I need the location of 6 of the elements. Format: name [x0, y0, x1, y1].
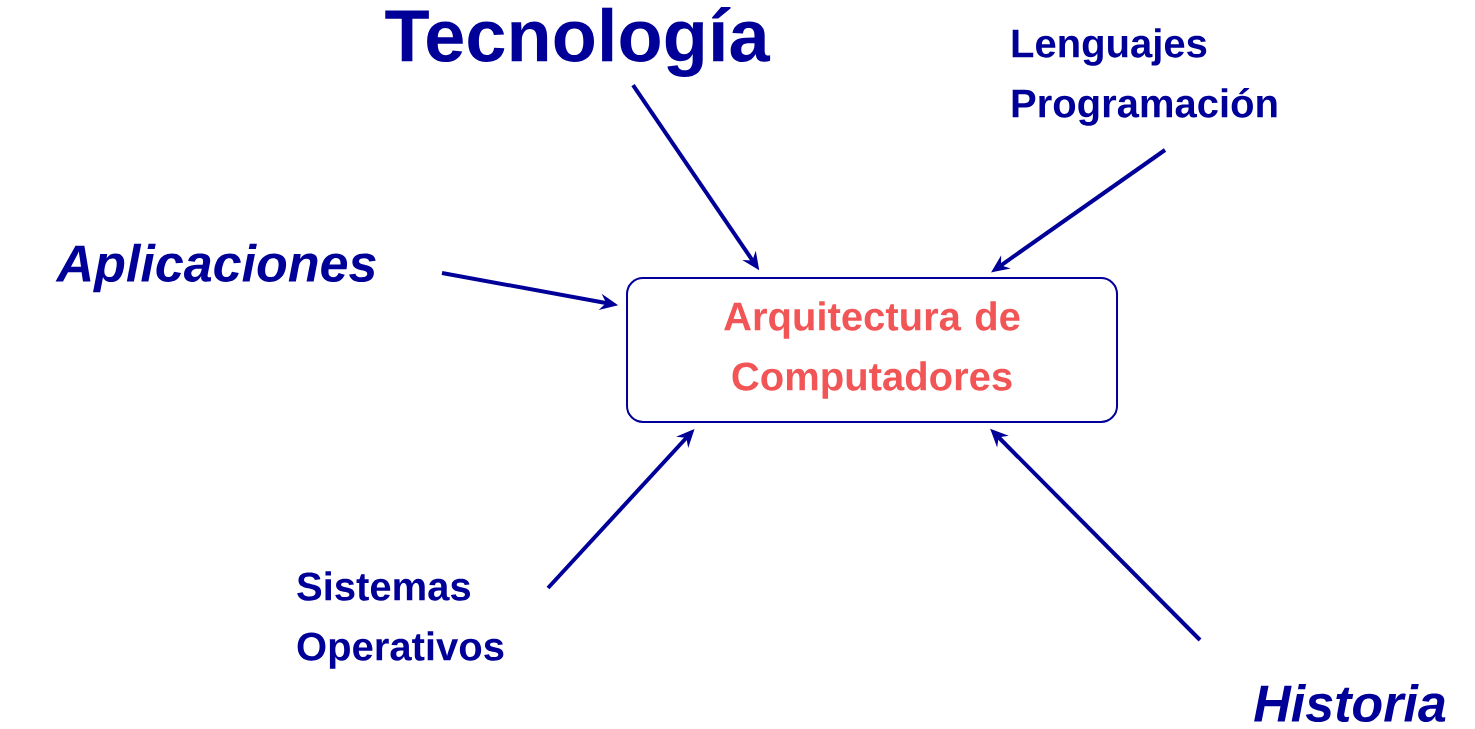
topic-label: Aplicaciones	[55, 243, 376, 293]
topic-label: Lenguajes Programación	[1012, 28, 1277, 126]
process-box: Arquitectura de Computadores	[626, 277, 1118, 423]
topic-label: Sistemas Operativos	[297, 571, 504, 669]
topic-label: Tecnología	[385, 7, 771, 77]
topic-label: Historia	[1254, 683, 1446, 723]
